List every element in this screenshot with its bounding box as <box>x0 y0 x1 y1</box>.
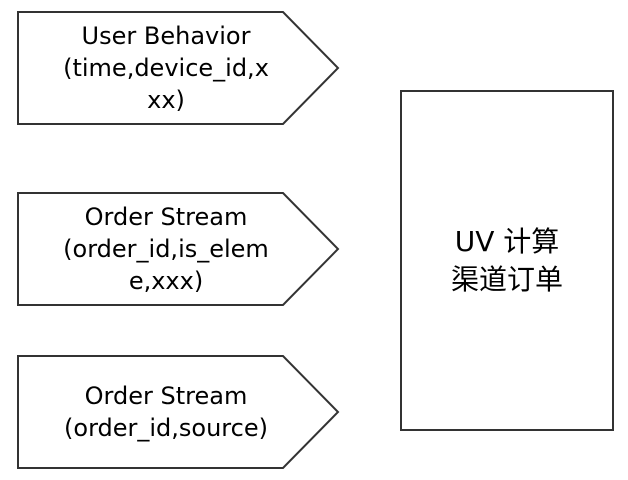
input-label-line: Order Stream <box>84 382 248 410</box>
input-label-line: (order_id,source) <box>64 414 268 442</box>
target-label: UV 计算 渠道订单 <box>401 91 613 430</box>
input-label-order-stream-1: Order Stream (order_id,is_elem e,xxx) <box>18 193 314 305</box>
input-arrow-user-behavior <box>17 11 340 125</box>
input-label-line: (order_id,is_elem <box>63 235 269 263</box>
input-label-line: xx) <box>147 86 185 114</box>
input-arrow-order-stream-1 <box>17 192 340 306</box>
input-arrow-order-stream-2 <box>17 355 340 469</box>
input-label-user-behavior: User Behavior (time,device_id,x xx) <box>18 12 314 124</box>
input-label-order-stream-2: Order Stream (order_id,source) <box>18 356 314 468</box>
input-label-line: User Behavior <box>81 22 251 50</box>
target-label-line: UV 计算 <box>454 224 560 258</box>
input-label-line: (time,device_id,x <box>63 54 269 82</box>
input-label-line: e,xxx) <box>128 267 204 295</box>
input-label-line: Order Stream <box>84 203 248 231</box>
target-box <box>400 90 614 431</box>
target-label-line: 渠道订单 <box>450 262 563 296</box>
